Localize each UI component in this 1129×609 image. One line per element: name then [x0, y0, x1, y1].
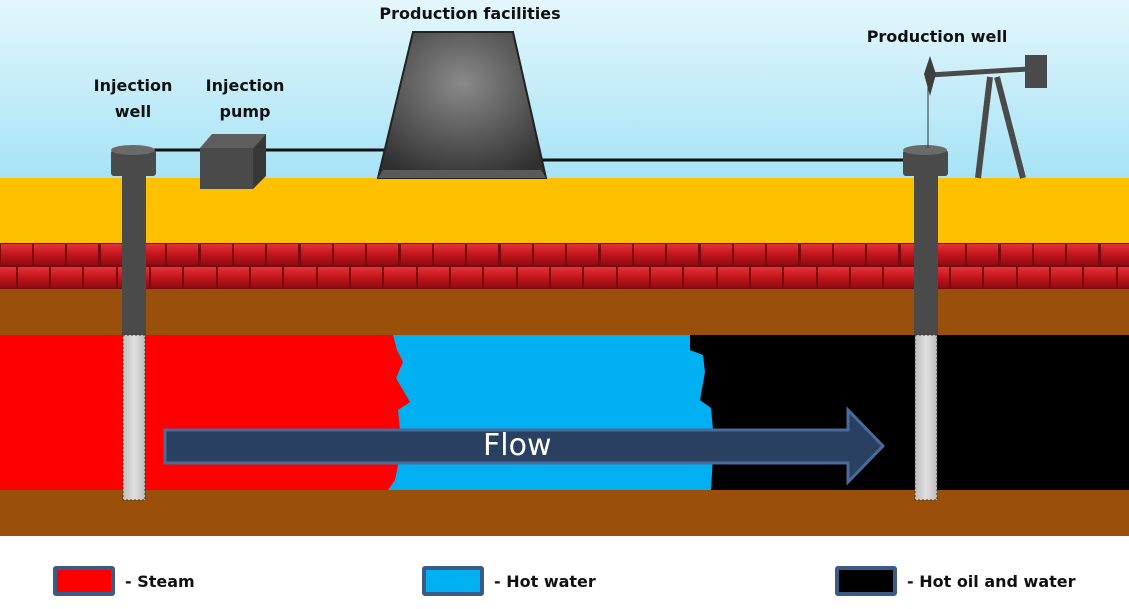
injection-well-label: Injection well: [88, 73, 178, 125]
legend-item-hot-oil-water: - Hot oil and water: [835, 563, 1076, 599]
legend-item-steam: - Steam: [53, 563, 195, 599]
injection-pump: [200, 134, 266, 189]
steam-zone: [0, 335, 410, 490]
injection-pump-label: Injection pump: [200, 73, 290, 125]
soil-layer-upper: [0, 289, 1129, 335]
legend-swatch-hot-oil-water: [835, 566, 897, 596]
pumpjack: [924, 55, 1047, 179]
hot-water-zone: [388, 335, 714, 490]
flow-label: Flow: [483, 428, 552, 463]
legend-label-hot-oil-water: - Hot oil and water: [907, 571, 1076, 591]
injection-pump-label-line2: pump: [219, 102, 271, 121]
legend-item-hot-water: - Hot water: [422, 563, 596, 599]
injection-pump-label-line1: Injection: [205, 76, 285, 95]
production-facilities-label: Production facilities: [379, 4, 561, 23]
flow-arrow: [163, 406, 886, 486]
soil-layer-lower: [0, 490, 1129, 536]
injection-well-label-line2: well: [114, 102, 152, 121]
injection-well-label-line1: Injection: [93, 76, 173, 95]
sand-layer: [0, 178, 1129, 244]
production-well-label: Production well: [866, 27, 1008, 46]
production-facilities-base-highlight: [378, 170, 546, 178]
legend-label-hot-water: - Hot water: [494, 571, 596, 591]
production-well: [903, 145, 948, 501]
legend-swatch-hot-water: [422, 566, 484, 596]
legend-swatch-steam: [53, 566, 115, 596]
injection-well: [111, 145, 156, 501]
caprock-layer: [0, 243, 1129, 289]
legend-label-steam: - Steam: [125, 571, 195, 591]
